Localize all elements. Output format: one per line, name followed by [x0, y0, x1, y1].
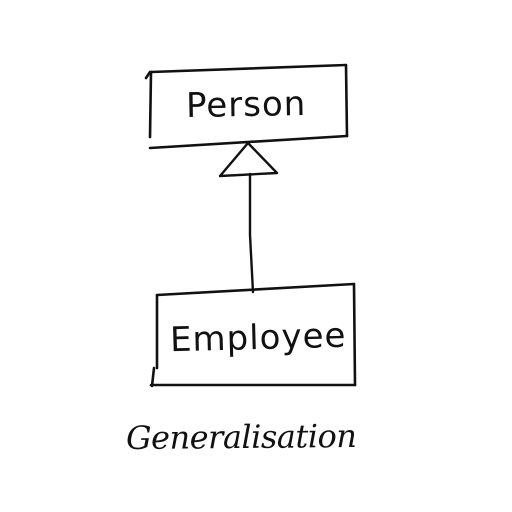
inheritance-line [248, 172, 255, 294]
generalization-arrow [218, 141, 279, 294]
person-class-name: Person [185, 83, 307, 127]
diagram-caption: Generalisation [125, 416, 357, 458]
employee-class-name: Employee [169, 315, 347, 361]
inheritance-triangle-icon [218, 141, 279, 178]
employee-class-box [149, 282, 357, 388]
